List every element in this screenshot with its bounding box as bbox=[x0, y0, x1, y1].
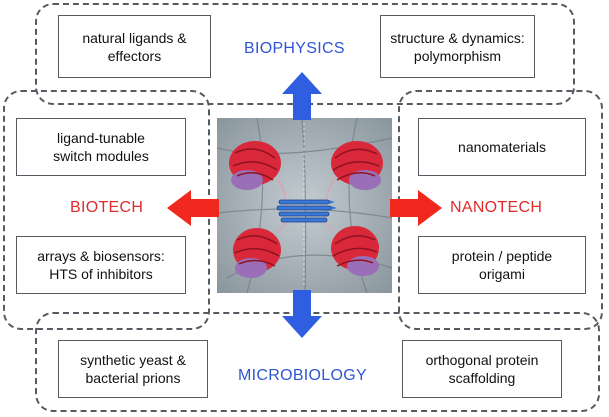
origami-text: protein / peptide origami bbox=[451, 248, 553, 282]
origami-box: protein / peptide origami bbox=[418, 236, 586, 294]
synthetic-yeast-box: synthetic yeast & bacterial prions bbox=[58, 340, 208, 398]
natural-ligands-text: natural ligands & effectors bbox=[82, 29, 187, 64]
nanotech-label: NANOTECH bbox=[450, 199, 543, 216]
arrow-right-icon bbox=[390, 190, 442, 226]
arrow-down-icon bbox=[282, 290, 322, 338]
arrow-left-icon bbox=[167, 190, 219, 226]
microbiology-region bbox=[35, 312, 600, 412]
microbiology-label: MICROBIOLOGY bbox=[238, 367, 367, 384]
structure-dynamics-box: structure & dynamics: polymorphism bbox=[380, 15, 535, 78]
orthogonal-scaffolding-text: orthogonal protein scaffolding bbox=[425, 352, 539, 386]
orthogonal-scaffolding-box: orthogonal protein scaffolding bbox=[402, 340, 562, 398]
biophysics-label: BIOPHYSICS bbox=[244, 40, 345, 57]
nanomaterials-text: nanomaterials bbox=[458, 139, 546, 155]
arrow-up-icon bbox=[282, 72, 322, 120]
arrays-biosensors-text: arrays & biosensors: HTS of inhibitors bbox=[37, 248, 165, 282]
natural-ligands-box: natural ligands & effectors bbox=[58, 15, 211, 78]
synthetic-yeast-text: synthetic yeast & bacterial prions bbox=[80, 352, 186, 386]
protein-structure-icon bbox=[217, 118, 392, 293]
ligand-tunable-text: ligand-tunable switch modules bbox=[53, 130, 149, 164]
structure-dynamics-text: structure & dynamics: polymorphism bbox=[390, 29, 525, 64]
nanomaterials-box: nanomaterials bbox=[418, 118, 586, 176]
arrays-biosensors-box: arrays & biosensors: HTS of inhibitors bbox=[16, 236, 186, 294]
amyloid-fibril-protein-image bbox=[217, 118, 392, 293]
ligand-tunable-box: ligand-tunable switch modules bbox=[16, 118, 186, 176]
biotech-label: BIOTECH bbox=[70, 199, 144, 216]
